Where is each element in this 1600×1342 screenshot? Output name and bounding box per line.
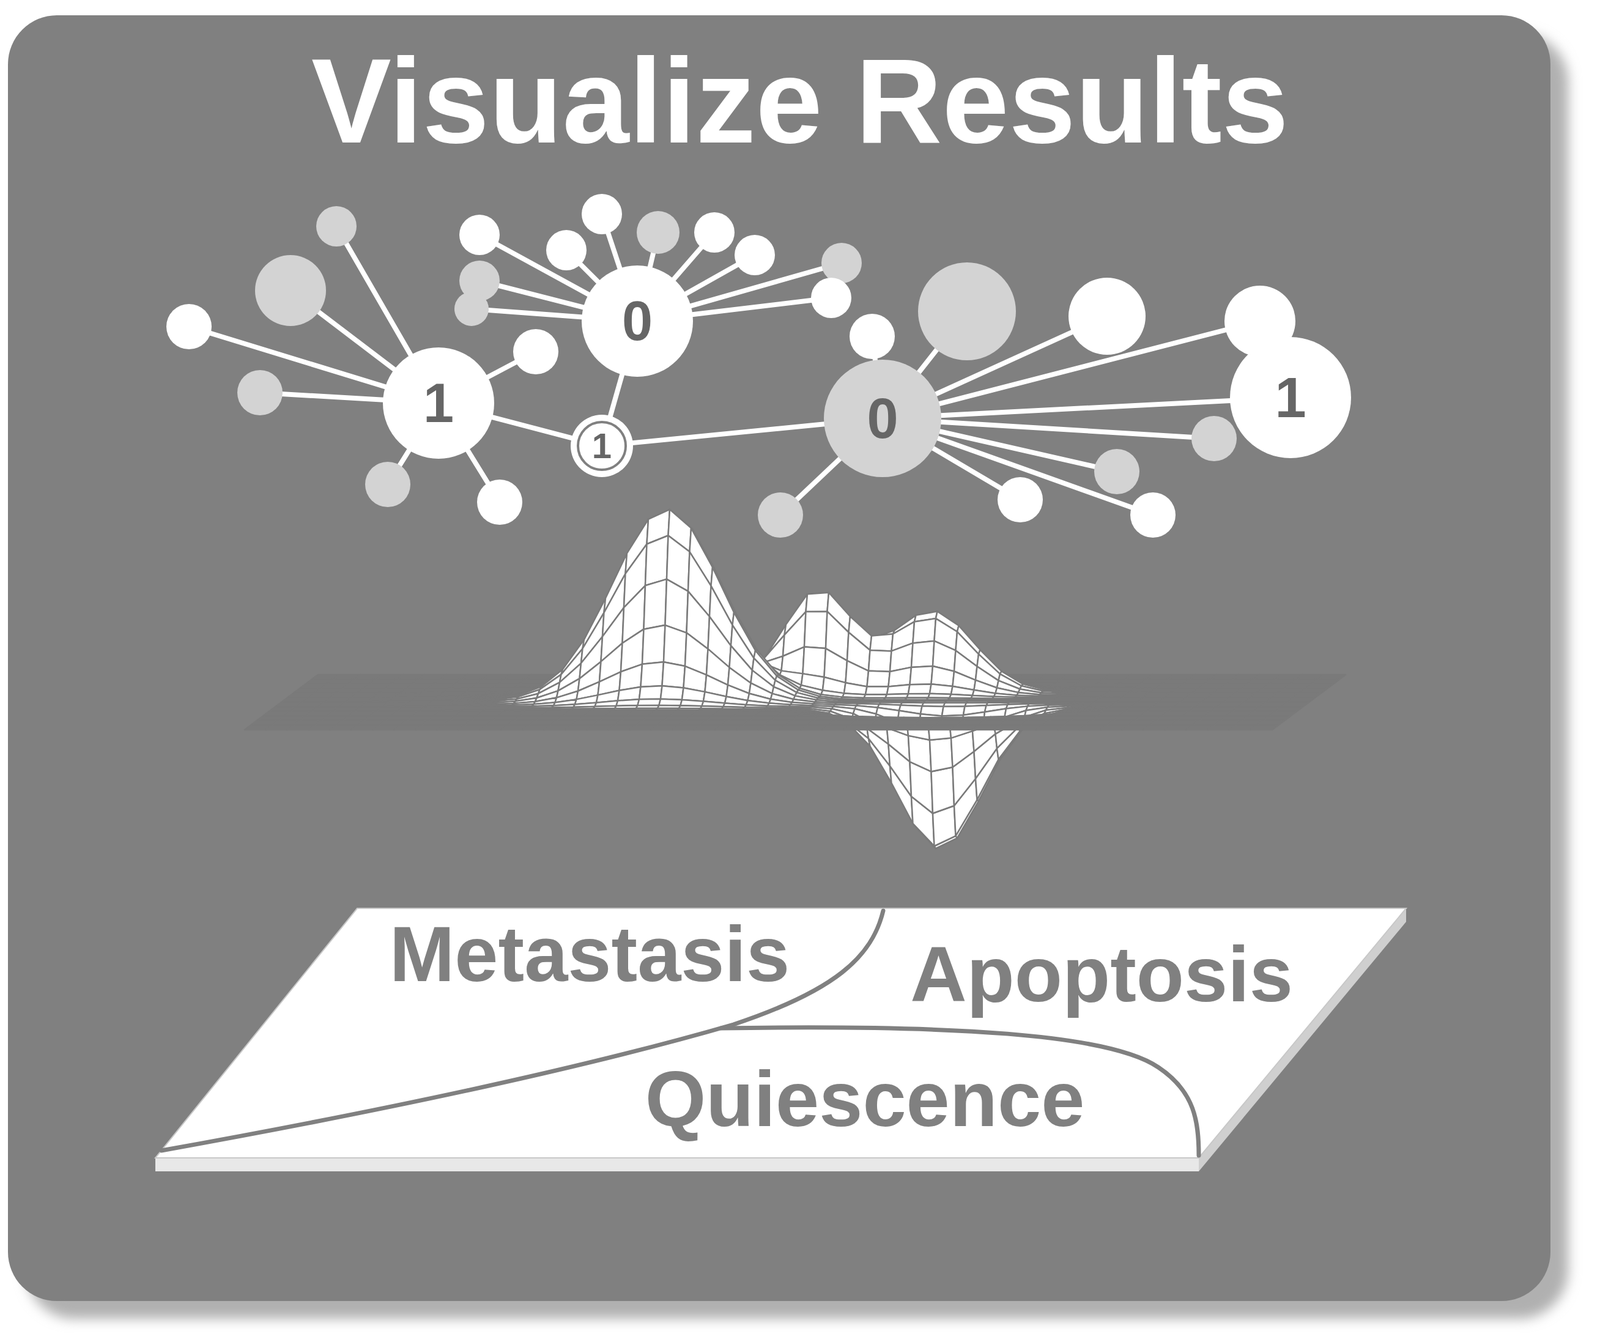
mesh-cell (868, 650, 892, 672)
mesh-cell (803, 647, 827, 678)
surface-mesh (244, 509, 1346, 849)
satellite-dots (166, 193, 1296, 538)
mesh-cell (642, 625, 666, 665)
mesh-cell (867, 670, 891, 687)
mesh-cell (644, 579, 668, 630)
mesh-cell (662, 661, 686, 688)
mesh-cell (659, 699, 683, 706)
mesh-cell (617, 686, 641, 701)
mesh-cell (660, 685, 684, 700)
mesh-cell (781, 647, 805, 675)
mesh-cell (910, 666, 934, 685)
mesh-cell (645, 535, 669, 586)
mesh-cell (931, 666, 955, 687)
mesh-cell (929, 683, 953, 695)
mesh-cell (865, 686, 889, 695)
mesh-cell (886, 684, 911, 695)
mesh-cell (888, 667, 912, 687)
mesh-cell (665, 579, 689, 634)
panel (7, 15, 1551, 1301)
mesh-cell (908, 735, 932, 772)
mesh-cell (637, 699, 662, 706)
mesh-cell (929, 738, 953, 772)
mesh-cell (870, 633, 894, 651)
mesh-cell (911, 640, 935, 668)
mesh-cell (804, 611, 828, 649)
mesh-cell (663, 625, 687, 667)
mesh-cell (913, 618, 937, 643)
mesh-cell (908, 683, 932, 694)
mesh-cell (806, 592, 830, 612)
spoke-lines (188, 214, 1260, 515)
mesh-cell (640, 661, 665, 687)
mesh-cell (639, 685, 663, 700)
mesh-cell (931, 766, 955, 814)
